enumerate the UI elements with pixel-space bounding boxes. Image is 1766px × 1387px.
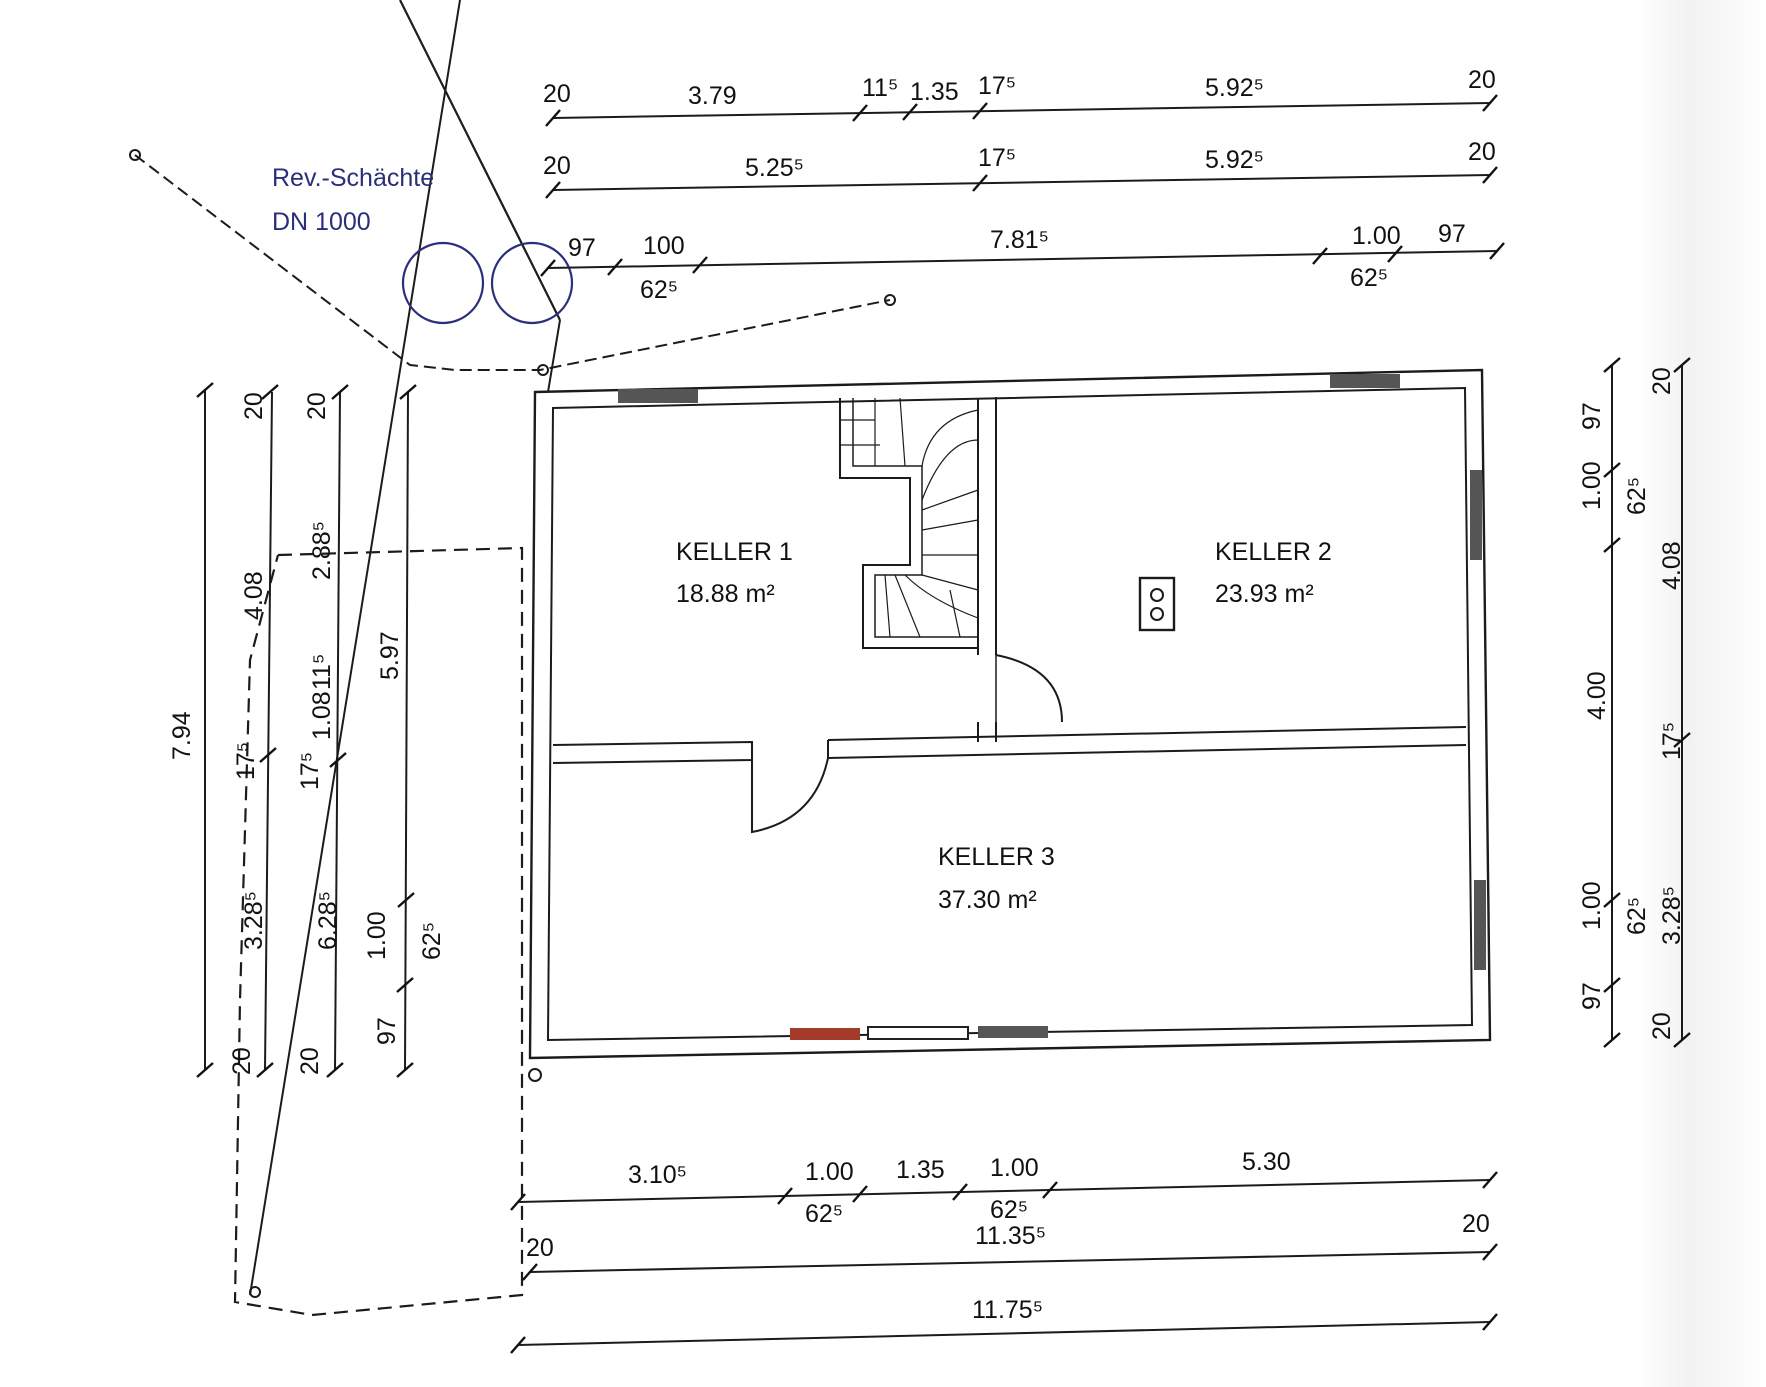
svg-text:1.00: 1.00 <box>805 1158 854 1186</box>
svg-text:62⁵: 62⁵ <box>640 276 678 304</box>
shaft-label-line1: Rev.-Schächte <box>272 164 434 192</box>
svg-text:5.25⁵: 5.25⁵ <box>745 154 804 182</box>
svg-text:1.00: 1.00 <box>1352 222 1401 250</box>
svg-text:20: 20 <box>1468 138 1496 166</box>
svg-text:20: 20 <box>303 392 331 420</box>
left-dimension-col-a: 20 4.08 17⁵ 3.28⁵ 20 <box>228 391 273 1075</box>
svg-text:62⁵: 62⁵ <box>1623 477 1651 515</box>
shaft-label-line2: DN 1000 <box>272 208 371 236</box>
svg-text:5.30: 5.30 <box>1242 1148 1291 1176</box>
svg-text:20: 20 <box>1648 367 1676 395</box>
svg-text:62⁵: 62⁵ <box>805 1200 843 1228</box>
manhole-shafts <box>401 241 574 325</box>
svg-text:1.08: 1.08 <box>308 691 336 740</box>
room-3-area: 37.30 m² <box>938 886 1037 914</box>
room-2-name: KELLER 2 <box>1215 538 1332 566</box>
svg-text:97: 97 <box>1578 402 1606 430</box>
bottom-dimension-chain-3: 11.75⁵ <box>517 1296 1491 1346</box>
dimension-ticks <box>196 94 1691 1354</box>
scan-edge-shading <box>1636 0 1766 1387</box>
svg-text:97: 97 <box>1578 982 1606 1010</box>
svg-text:100: 100 <box>643 232 685 260</box>
svg-text:62⁵: 62⁵ <box>418 922 446 960</box>
svg-text:1.35: 1.35 <box>896 1156 945 1184</box>
svg-text:11⁵: 11⁵ <box>308 654 336 690</box>
svg-text:20: 20 <box>543 152 571 180</box>
svg-text:20: 20 <box>1468 66 1496 94</box>
svg-text:4.08: 4.08 <box>1658 541 1686 590</box>
svg-text:97: 97 <box>1438 220 1466 248</box>
manhole-1 <box>401 241 485 325</box>
room-2-area: 23.93 m² <box>1215 580 1314 608</box>
outer-wall <box>528 368 1492 1060</box>
svg-text:17⁵: 17⁵ <box>296 752 324 790</box>
svg-text:5.92⁵: 5.92⁵ <box>1205 146 1264 174</box>
svg-text:1.35: 1.35 <box>910 78 959 106</box>
svg-text:2.88⁵: 2.88⁵ <box>308 521 336 580</box>
svg-text:5.97: 5.97 <box>376 631 404 680</box>
interior-walls <box>552 397 1467 764</box>
svg-text:20: 20 <box>1648 1012 1676 1040</box>
left-dimension-outer: 7.94 <box>168 390 206 1070</box>
left-dimension-col-c: 5.97 1.00 62⁵ 97 <box>363 391 446 1071</box>
svg-text:20: 20 <box>1462 1210 1490 1238</box>
svg-text:97: 97 <box>568 234 596 262</box>
room-1-name: KELLER 1 <box>676 538 793 566</box>
svg-text:3.79: 3.79 <box>688 82 737 110</box>
svg-text:1.00: 1.00 <box>363 911 391 960</box>
svg-text:1.00: 1.00 <box>1578 881 1606 930</box>
right-dimension-col-a: 97 1.00 62⁵ 4.00 1.00 62⁵ 97 <box>1578 365 1651 1040</box>
svg-text:11.35⁵: 11.35⁵ <box>975 1222 1046 1250</box>
svg-text:17⁵: 17⁵ <box>232 742 260 780</box>
svg-text:20: 20 <box>526 1234 554 1262</box>
svg-text:20: 20 <box>228 1047 256 1075</box>
svg-text:17⁵: 17⁵ <box>978 72 1016 100</box>
doors <box>751 654 1063 834</box>
manhole-2 <box>490 241 574 325</box>
bottom-dimension-chain-2: 20 11.35⁵ 20 <box>526 1210 1491 1273</box>
svg-text:6.28⁵: 6.28⁵ <box>314 891 342 950</box>
svg-text:3.10⁵: 3.10⁵ <box>628 1161 687 1189</box>
room-1-area: 18.88 m² <box>676 580 775 608</box>
svg-text:1.00: 1.00 <box>990 1154 1039 1182</box>
top-dimension-chain-2: 20 5.25⁵ 17⁵ 5.92⁵ 20 <box>543 138 1496 191</box>
svg-text:1.00: 1.00 <box>1578 461 1606 510</box>
svg-text:11.75⁵: 11.75⁵ <box>972 1296 1043 1324</box>
svg-text:3.28⁵: 3.28⁵ <box>1658 886 1686 945</box>
svg-text:5.92⁵: 5.92⁵ <box>1205 74 1264 102</box>
svg-text:20: 20 <box>543 80 571 108</box>
bottom-dimension-chain-1: 3.10⁵ 1.00 1.35 1.00 5.30 62⁵ 62⁵ <box>517 1148 1491 1228</box>
sewer-lines <box>129 0 896 1296</box>
svg-text:20: 20 <box>296 1047 324 1075</box>
top-dimension-chain-3: 97 100 7.81⁵ 1.00 97 62⁵ 62⁵ <box>547 220 1498 304</box>
svg-text:62⁵: 62⁵ <box>1623 897 1651 935</box>
staircase <box>839 397 979 649</box>
svg-text:11⁵: 11⁵ <box>862 74 898 102</box>
svg-text:62⁵: 62⁵ <box>1350 264 1388 292</box>
svg-text:7.81⁵: 7.81⁵ <box>990 226 1049 254</box>
svg-text:17⁵: 17⁵ <box>978 144 1016 172</box>
top-dimension-chain-1: 20 3.79 11⁵ 1.35 17⁵ 5.92⁵ 20 <box>543 66 1496 119</box>
room-3-name: KELLER 3 <box>938 843 1055 871</box>
svg-text:97: 97 <box>373 1017 401 1045</box>
left-dimension-col-b: 20 2.88⁵ 11⁵ 1.08 17⁵ 6.28⁵ 20 <box>296 391 342 1075</box>
svg-text:3.28⁵: 3.28⁵ <box>240 891 268 950</box>
windows <box>618 374 1486 1040</box>
svg-text:62⁵: 62⁵ <box>990 1196 1028 1224</box>
svg-text:7.94: 7.94 <box>168 711 196 760</box>
terrace-outline <box>233 546 524 1317</box>
boiler-icon <box>1138 576 1176 632</box>
svg-text:4.00: 4.00 <box>1583 671 1611 720</box>
right-dimension-col-b: 20 4.08 17⁵ 3.28⁵ 20 <box>1648 365 1686 1040</box>
svg-text:4.08: 4.08 <box>240 571 268 620</box>
